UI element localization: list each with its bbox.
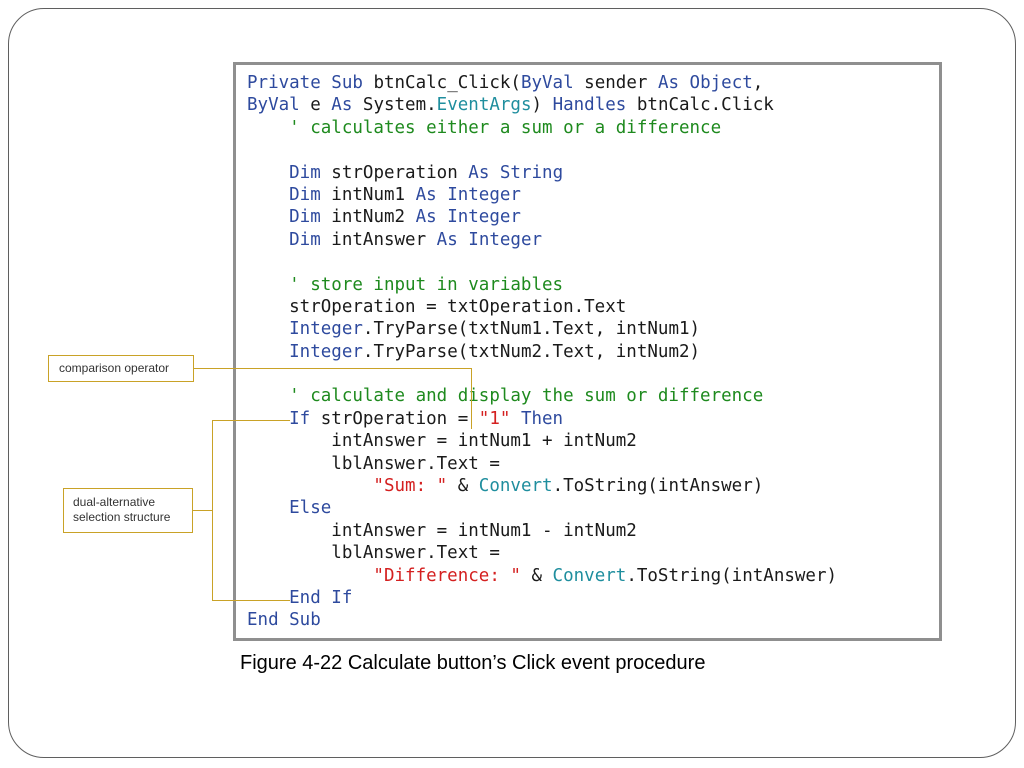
code-token: "Sum: " [247,476,448,497]
code-token: strOperation [320,162,469,183]
slide-frame [8,8,1016,758]
selection-bracket-stub [193,510,212,511]
code-token: As Integer [415,184,521,205]
code-line: Dim strOperation As String [247,162,837,184]
code-token: .TryParse(txtNum2.Text, intNum2) [362,341,701,362]
code-line: End If [247,587,837,609]
code-token: Integer [247,319,363,340]
code-line: Integer.TryParse(txtNum1.Text, intNum1) [247,318,837,340]
code-listing: Private Sub btnCalc_Click(ByVal sender A… [247,72,837,632]
code-token: Dim [247,162,321,183]
code-line: Integer.TryParse(txtNum2.Text, intNum2) [247,341,837,363]
code-token: strOperation = txtOperation.Text [247,296,627,317]
code-token: , [752,73,764,93]
code-token: & [447,476,479,497]
figure-caption: Figure 4-22 Calculate button’s Click eve… [240,652,706,674]
code-token: lblAnswer.Text = [247,543,500,564]
code-token: btnCalc_Click( [362,73,521,93]
selection-structure-label-line1: dual-alternative [73,495,156,509]
code-line: "Difference: " & Convert.ToString(intAns… [247,565,837,587]
code-token: & [520,565,553,586]
code-line: intAnswer = intNum1 + intNum2 [247,430,837,452]
code-token: intAnswer [320,229,437,250]
comparison-operator-leader-vertical [471,368,472,429]
code-line: Else [247,497,837,519]
code-token: intNum2 [320,207,416,228]
code-line: Dim intNum2 As Integer [247,206,837,228]
code-token: As String [468,162,564,183]
code-token: ) [531,95,553,116]
code-token: If [247,408,311,429]
selection-bracket-top [212,420,290,421]
code-line: ByVal e As System.EventArgs) Handles btn… [247,94,837,116]
code-token: Else [247,498,332,519]
code-token: e [299,95,332,116]
code-token: As [331,95,353,116]
code-token: As Integer [415,207,521,228]
code-line: lblAnswer.Text = [247,453,837,475]
code-line: ' store input in variables [247,274,837,296]
code-token: ' calculate and display the sum or diffe… [247,386,764,407]
code-token: ByVal [247,95,300,116]
code-token: intNum1 [320,184,416,205]
code-token: lblAnswer.Text = [247,453,500,474]
code-token: intAnswer = intNum1 - intNum2 [247,520,637,541]
code-token: Private Sub [247,73,363,93]
selection-bracket-bottom [212,600,290,601]
code-token: "Difference: " [247,565,521,586]
code-line: End Sub [247,609,837,631]
code-line: ' calculates either a sum or a differenc… [247,117,837,139]
code-token: Handles [552,95,627,116]
code-token: Convert [478,476,553,497]
code-line: intAnswer = intNum1 - intNum2 [247,520,837,542]
code-line [247,363,837,385]
code-listing-box [233,62,942,641]
code-token: System. [352,95,437,116]
selection-structure-label-line2: selection structure [73,510,171,524]
selection-bracket-vertical [212,420,213,600]
code-token: Dim [247,184,321,205]
code-token: strOperation = [310,408,479,429]
code-token: As Object [657,73,753,93]
code-token: .TryParse(txtNum1.Text, intNum1) [362,319,701,340]
code-line: ' calculate and display the sum or diffe… [247,385,837,407]
code-token: "1" [478,408,511,429]
code-token: EventArgs [436,95,532,116]
comparison-operator-label: comparison operator [59,361,170,375]
code-token: ' calculates either a sum or a differenc… [247,117,722,138]
code-token: Dim [247,229,321,250]
code-token: intAnswer = intNum1 + intNum2 [247,431,637,452]
comparison-operator-leader-horizontal [194,368,472,369]
code-line: Dim intAnswer As Integer [247,229,837,251]
code-line: Private Sub btnCalc_Click(ByVal sender A… [247,72,837,94]
selection-structure-callout: dual-alternative selection structure [63,488,193,533]
code-token: End Sub [247,610,321,631]
code-token: Then [510,408,564,429]
code-line: strOperation = txtOperation.Text [247,296,837,318]
comparison-operator-callout: comparison operator [48,355,194,382]
code-token: .ToString(intAnswer) [626,565,838,586]
code-line: lblAnswer.Text = [247,542,837,564]
code-token: As Integer [436,229,543,250]
code-line: If strOperation = "1" Then [247,408,837,430]
code-token: btnCalc.Click [626,95,774,116]
code-line: "Sum: " & Convert.ToString(intAnswer) [247,475,837,497]
code-token: .ToString(intAnswer) [552,476,764,497]
code-line [247,251,837,273]
code-line: Dim intNum1 As Integer [247,184,837,206]
code-token: Dim [247,207,321,228]
code-token: ByVal [520,73,574,93]
code-token: Integer [247,341,363,362]
code-token: End If [247,587,353,608]
code-line [247,139,837,161]
code-token: ' store input in variables [247,274,564,295]
code-token: sender [573,73,658,93]
code-token: Convert [552,565,627,586]
